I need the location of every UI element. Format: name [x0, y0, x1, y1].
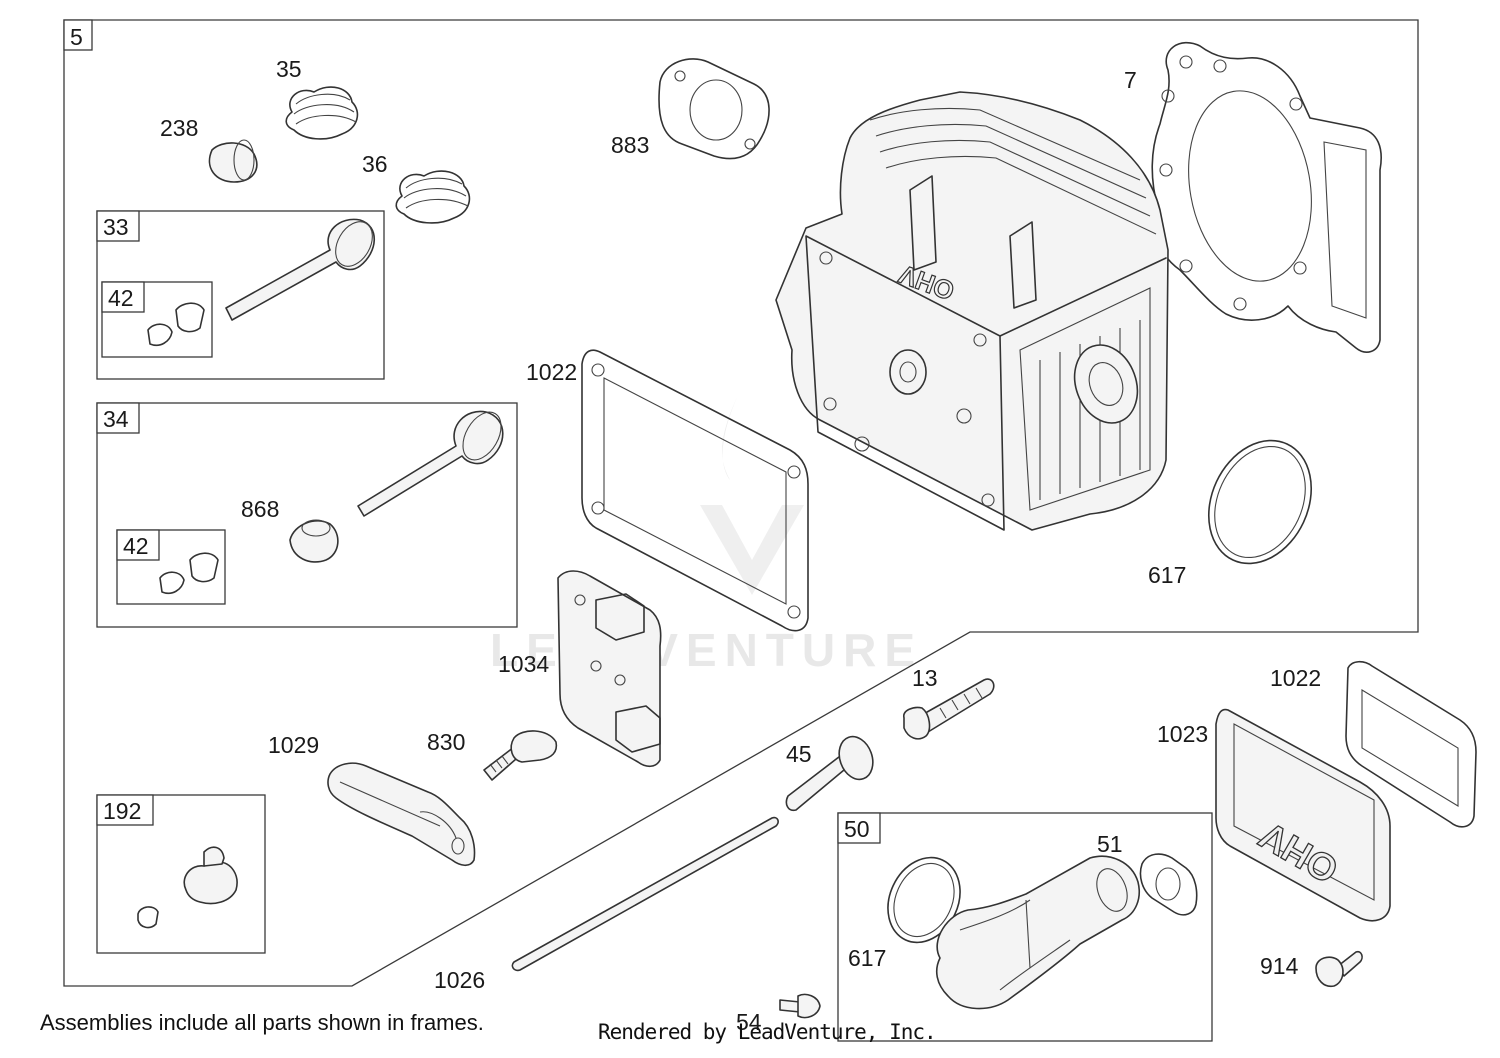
watermark-text: LEADVENTURE — [490, 624, 923, 676]
rocker-gasket-part — [581, 349, 809, 632]
label-33: 33 — [103, 214, 129, 240]
intake-valve-frame-tag — [96, 210, 140, 242]
valve-keeper-a-part — [147, 302, 205, 347]
label-617: 617 — [1148, 562, 1186, 588]
o-ring-part — [1207, 439, 1313, 565]
intake-manifold-frame — [837, 812, 1213, 1042]
label-42-a: 42 — [108, 285, 134, 311]
label-1026: 1026 — [434, 967, 485, 993]
intake-screw-part — [779, 993, 821, 1019]
breather-frame — [96, 794, 266, 954]
retainer-frame-b-tag — [116, 529, 160, 561]
label-5: 5 — [70, 24, 83, 50]
intake-o-ring-part — [887, 856, 961, 944]
label-238: 238 — [160, 115, 198, 141]
intake-gasket-part — [1139, 853, 1198, 916]
exhaust-valve-frame-tag — [96, 402, 140, 434]
valve-keeper-b-part — [159, 552, 219, 595]
intake-valve-part — [225, 218, 375, 321]
cover-gasket-part — [1345, 660, 1477, 828]
rocker-cover-part: OHV — [1215, 708, 1391, 922]
rocker-stud-part — [483, 730, 558, 781]
main-frame-tag — [63, 19, 93, 51]
label-35: 35 — [276, 56, 302, 82]
label-51: 51 — [1097, 831, 1123, 857]
label-34: 34 — [103, 406, 129, 432]
retainer-frame-a — [101, 281, 213, 358]
cover-screw-part — [1315, 950, 1363, 988]
exhaust-gasket-part — [658, 58, 770, 160]
push-rod-part — [511, 816, 779, 972]
label-54: 54 — [736, 1009, 762, 1035]
label-42-b: 42 — [123, 533, 149, 559]
label-617-b: 617 — [848, 945, 886, 971]
rocker-arm-part — [327, 762, 476, 867]
valve-cap-part — [208, 139, 258, 183]
head-gasket-part — [1151, 41, 1382, 353]
label-50: 50 — [844, 816, 870, 842]
intake-manifold-part — [935, 855, 1140, 1010]
main-assembly-frame — [63, 19, 1419, 987]
label-1022: 1022 — [526, 359, 577, 385]
label-192: 192 — [103, 798, 141, 824]
label-1022-b: 1022 — [1270, 665, 1321, 691]
valve-seal-part — [289, 519, 339, 563]
intake-valve-frame — [96, 210, 385, 380]
label-883: 883 — [611, 132, 649, 158]
intake-manifold-frame-tag — [837, 812, 881, 844]
tappet-part — [785, 735, 874, 812]
label-868: 868 — [241, 496, 279, 522]
breather-valve-part — [137, 846, 238, 929]
label-45: 45 — [786, 741, 812, 767]
cylinder-head-part: OHV — [775, 91, 1169, 531]
label-914: 914 — [1260, 953, 1299, 979]
valve-spring-35-part — [285, 86, 359, 140]
exhaust-valve-part — [357, 410, 504, 517]
breather-frame-tag — [96, 794, 154, 826]
exhaust-valve-frame — [96, 402, 518, 628]
rendered-by-credit: Rendered by LeadVenture, Inc. — [598, 1020, 937, 1044]
label-1029: 1029 — [268, 732, 319, 758]
label-7: 7 — [1124, 67, 1137, 93]
guide-plate-part — [557, 570, 662, 768]
valve-spring-36-part — [395, 170, 471, 224]
label-13: 13 — [912, 665, 938, 691]
retainer-frame-b — [116, 529, 226, 605]
label-1023: 1023 — [1157, 721, 1208, 747]
label-830: 830 — [427, 729, 465, 755]
assemblies-footnote: Assemblies include all parts shown in fr… — [40, 1010, 484, 1035]
head-bolt-part — [903, 678, 995, 740]
label-1034: 1034 — [498, 651, 549, 677]
retainer-frame-a-tag — [101, 281, 145, 313]
label-36: 36 — [362, 151, 388, 177]
